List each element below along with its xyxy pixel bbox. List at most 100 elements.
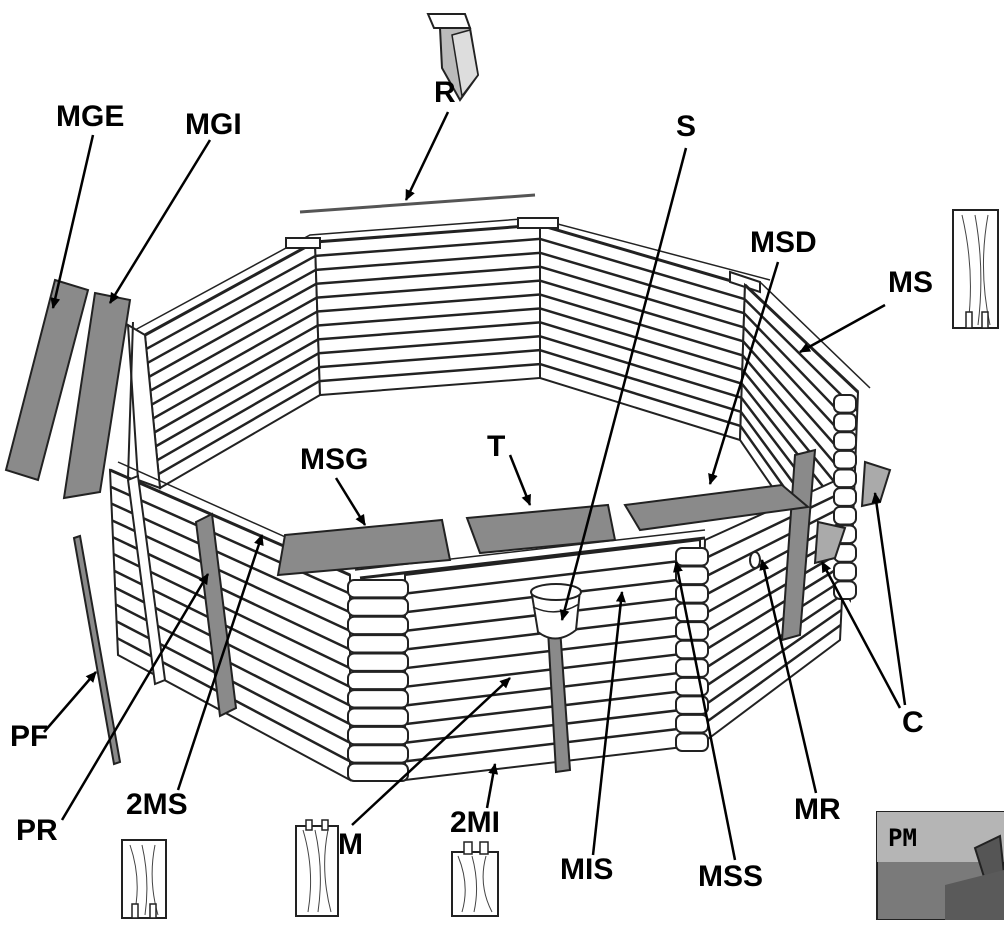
plank-line <box>151 310 318 406</box>
label-t: T <box>487 430 506 463</box>
back-wall-left <box>143 240 322 490</box>
post-right-front <box>780 448 817 642</box>
arrow-msd <box>708 261 780 485</box>
arrow-c2 <box>820 561 902 709</box>
plank-line <box>317 307 541 327</box>
return-nozzle <box>749 551 761 569</box>
label-msd: MSD <box>750 226 817 259</box>
log-end <box>347 707 409 727</box>
log-end <box>675 732 709 752</box>
plank-line <box>539 279 744 343</box>
log-end <box>347 579 409 599</box>
plank-line <box>539 362 741 428</box>
plank-line <box>317 293 541 313</box>
arrow-s <box>559 147 688 621</box>
plank-line <box>700 608 843 709</box>
log-end <box>347 634 409 654</box>
plank-line <box>113 552 351 670</box>
label-c: C <box>902 706 924 739</box>
part-r-icon <box>426 13 480 102</box>
profile-2ms-icon <box>121 839 167 919</box>
label-msg: MSG <box>300 443 369 476</box>
log-end <box>833 561 857 582</box>
label-2mi: 2MI <box>450 806 501 839</box>
arrow-pf <box>43 671 97 733</box>
label-mge: MGE <box>56 100 125 133</box>
arrow-pr <box>60 573 210 821</box>
plank-line <box>743 298 859 412</box>
arrow-2ms <box>176 534 264 791</box>
plank-line <box>110 485 351 595</box>
plank-line <box>703 503 848 579</box>
plank-line <box>539 265 744 329</box>
log-end <box>347 615 409 636</box>
post-left-front <box>194 512 238 718</box>
profile-ms-icon <box>952 209 999 329</box>
label-ms: MS <box>888 266 933 299</box>
arrow-t <box>508 454 532 506</box>
label-mr: MR <box>794 793 841 826</box>
log-end <box>347 670 409 691</box>
plank-line <box>149 296 318 392</box>
arrow-msg <box>334 477 367 526</box>
arrow-mss <box>673 561 737 861</box>
arrow-c1 <box>871 492 907 706</box>
arrow-mis <box>591 591 626 856</box>
plank-line <box>153 338 319 434</box>
plank-line <box>702 548 845 635</box>
plank-line <box>318 335 541 355</box>
corner-post-back-center <box>517 217 559 229</box>
log-end <box>347 652 409 672</box>
label-2ms: 2MS <box>126 788 188 821</box>
label-r: R <box>434 76 456 109</box>
arrow-ms <box>799 303 886 354</box>
plank-line <box>539 348 742 414</box>
plank-line <box>700 593 843 691</box>
plank-line <box>539 251 745 315</box>
plank-line <box>319 362 541 383</box>
log-end <box>833 505 857 526</box>
plank-line <box>315 237 541 258</box>
skimmer <box>530 583 582 640</box>
log-end <box>347 744 409 764</box>
corner-post-back-left <box>285 237 321 249</box>
log-end <box>347 597 409 617</box>
plank-line <box>155 352 320 448</box>
coping-msd <box>623 483 811 532</box>
plank-line <box>316 265 541 285</box>
label-m: M <box>338 828 363 861</box>
plank-line <box>318 321 541 341</box>
plank-line <box>404 557 701 595</box>
plank-line <box>318 348 541 369</box>
arrow-mr <box>759 559 818 794</box>
plank-line <box>316 279 541 299</box>
plank-line <box>704 488 848 560</box>
log-end <box>833 449 857 470</box>
arrow-r <box>404 111 450 201</box>
side-wall-left <box>126 321 162 490</box>
plank-line <box>699 623 842 728</box>
log-ends-front-right <box>675 547 709 752</box>
plank-line <box>539 335 742 399</box>
plank-line <box>539 307 743 371</box>
label-mis: MIS <box>560 853 614 886</box>
log-end <box>833 468 857 489</box>
plank-line <box>145 254 317 351</box>
log-end <box>347 689 409 709</box>
log-end <box>347 762 409 782</box>
plank-line <box>111 519 351 633</box>
leader-arrows <box>43 111 907 861</box>
log-end <box>833 394 857 414</box>
log-end <box>833 487 857 507</box>
log-ends-front-left <box>347 579 409 782</box>
plank-line <box>315 251 541 272</box>
log-end <box>833 431 857 451</box>
log-end <box>675 602 709 623</box>
log-end <box>833 412 857 433</box>
rail-pf <box>72 534 122 766</box>
profile-2mi-icon <box>451 841 499 917</box>
bracket-c-bottom <box>813 520 847 565</box>
label-mss: MSS <box>698 860 764 893</box>
